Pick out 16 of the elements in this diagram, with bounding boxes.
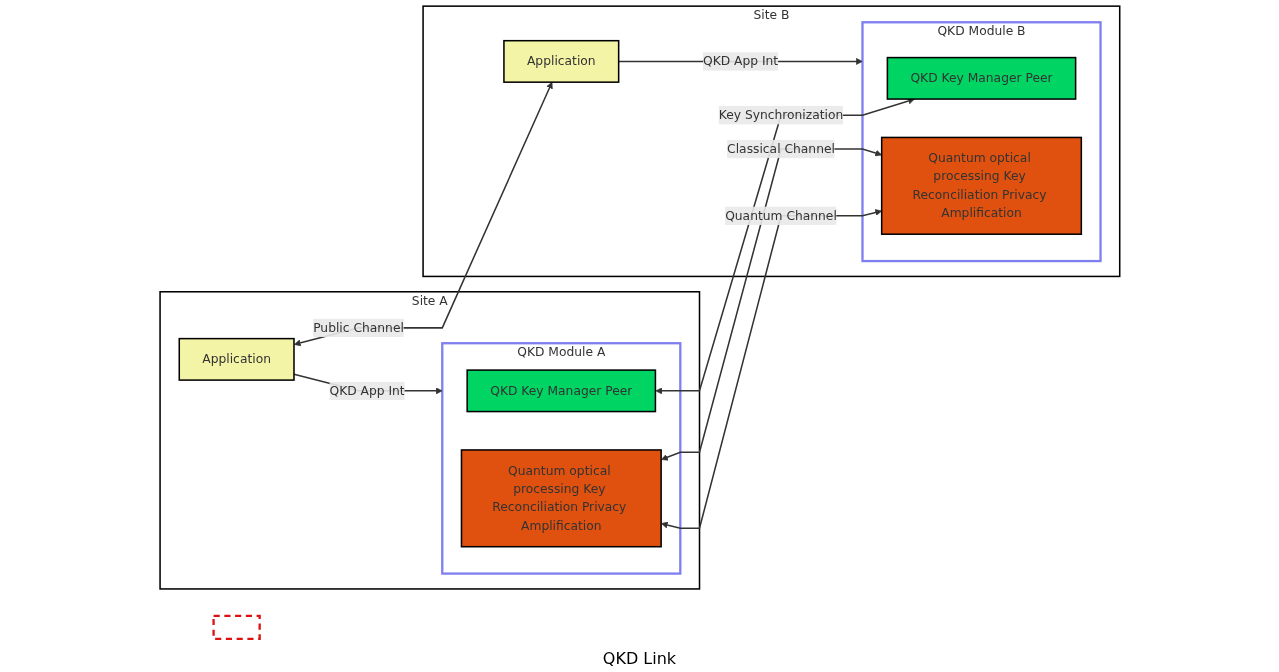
node-box: Quantum optical processing Key Reconciliation Privacy Amplification bbox=[880, 136, 1082, 235]
edge-label: Public Channel bbox=[312, 320, 404, 335]
node-box: Quantum optical processing Key Reconciliation Privacy Amplification bbox=[460, 449, 662, 548]
edge-label: QKD App Int bbox=[702, 53, 778, 69]
node-box: QKD Key Manager Peer bbox=[466, 369, 656, 413]
edge-label: QKD App Int bbox=[329, 383, 405, 398]
arrow bbox=[660, 148, 882, 461]
edge-label: Key Synchronization bbox=[718, 107, 843, 123]
link-label: QKD Link bbox=[602, 649, 677, 668]
edge-label: Classical Channel bbox=[726, 141, 835, 156]
node-box: Application bbox=[502, 39, 620, 83]
node-box: QKD Key Manager Peer bbox=[886, 56, 1076, 100]
node-box: Application bbox=[178, 337, 295, 381]
arrow bbox=[293, 81, 553, 347]
node-box bbox=[212, 614, 261, 640]
edge-label: Quantum Channel bbox=[724, 208, 837, 223]
